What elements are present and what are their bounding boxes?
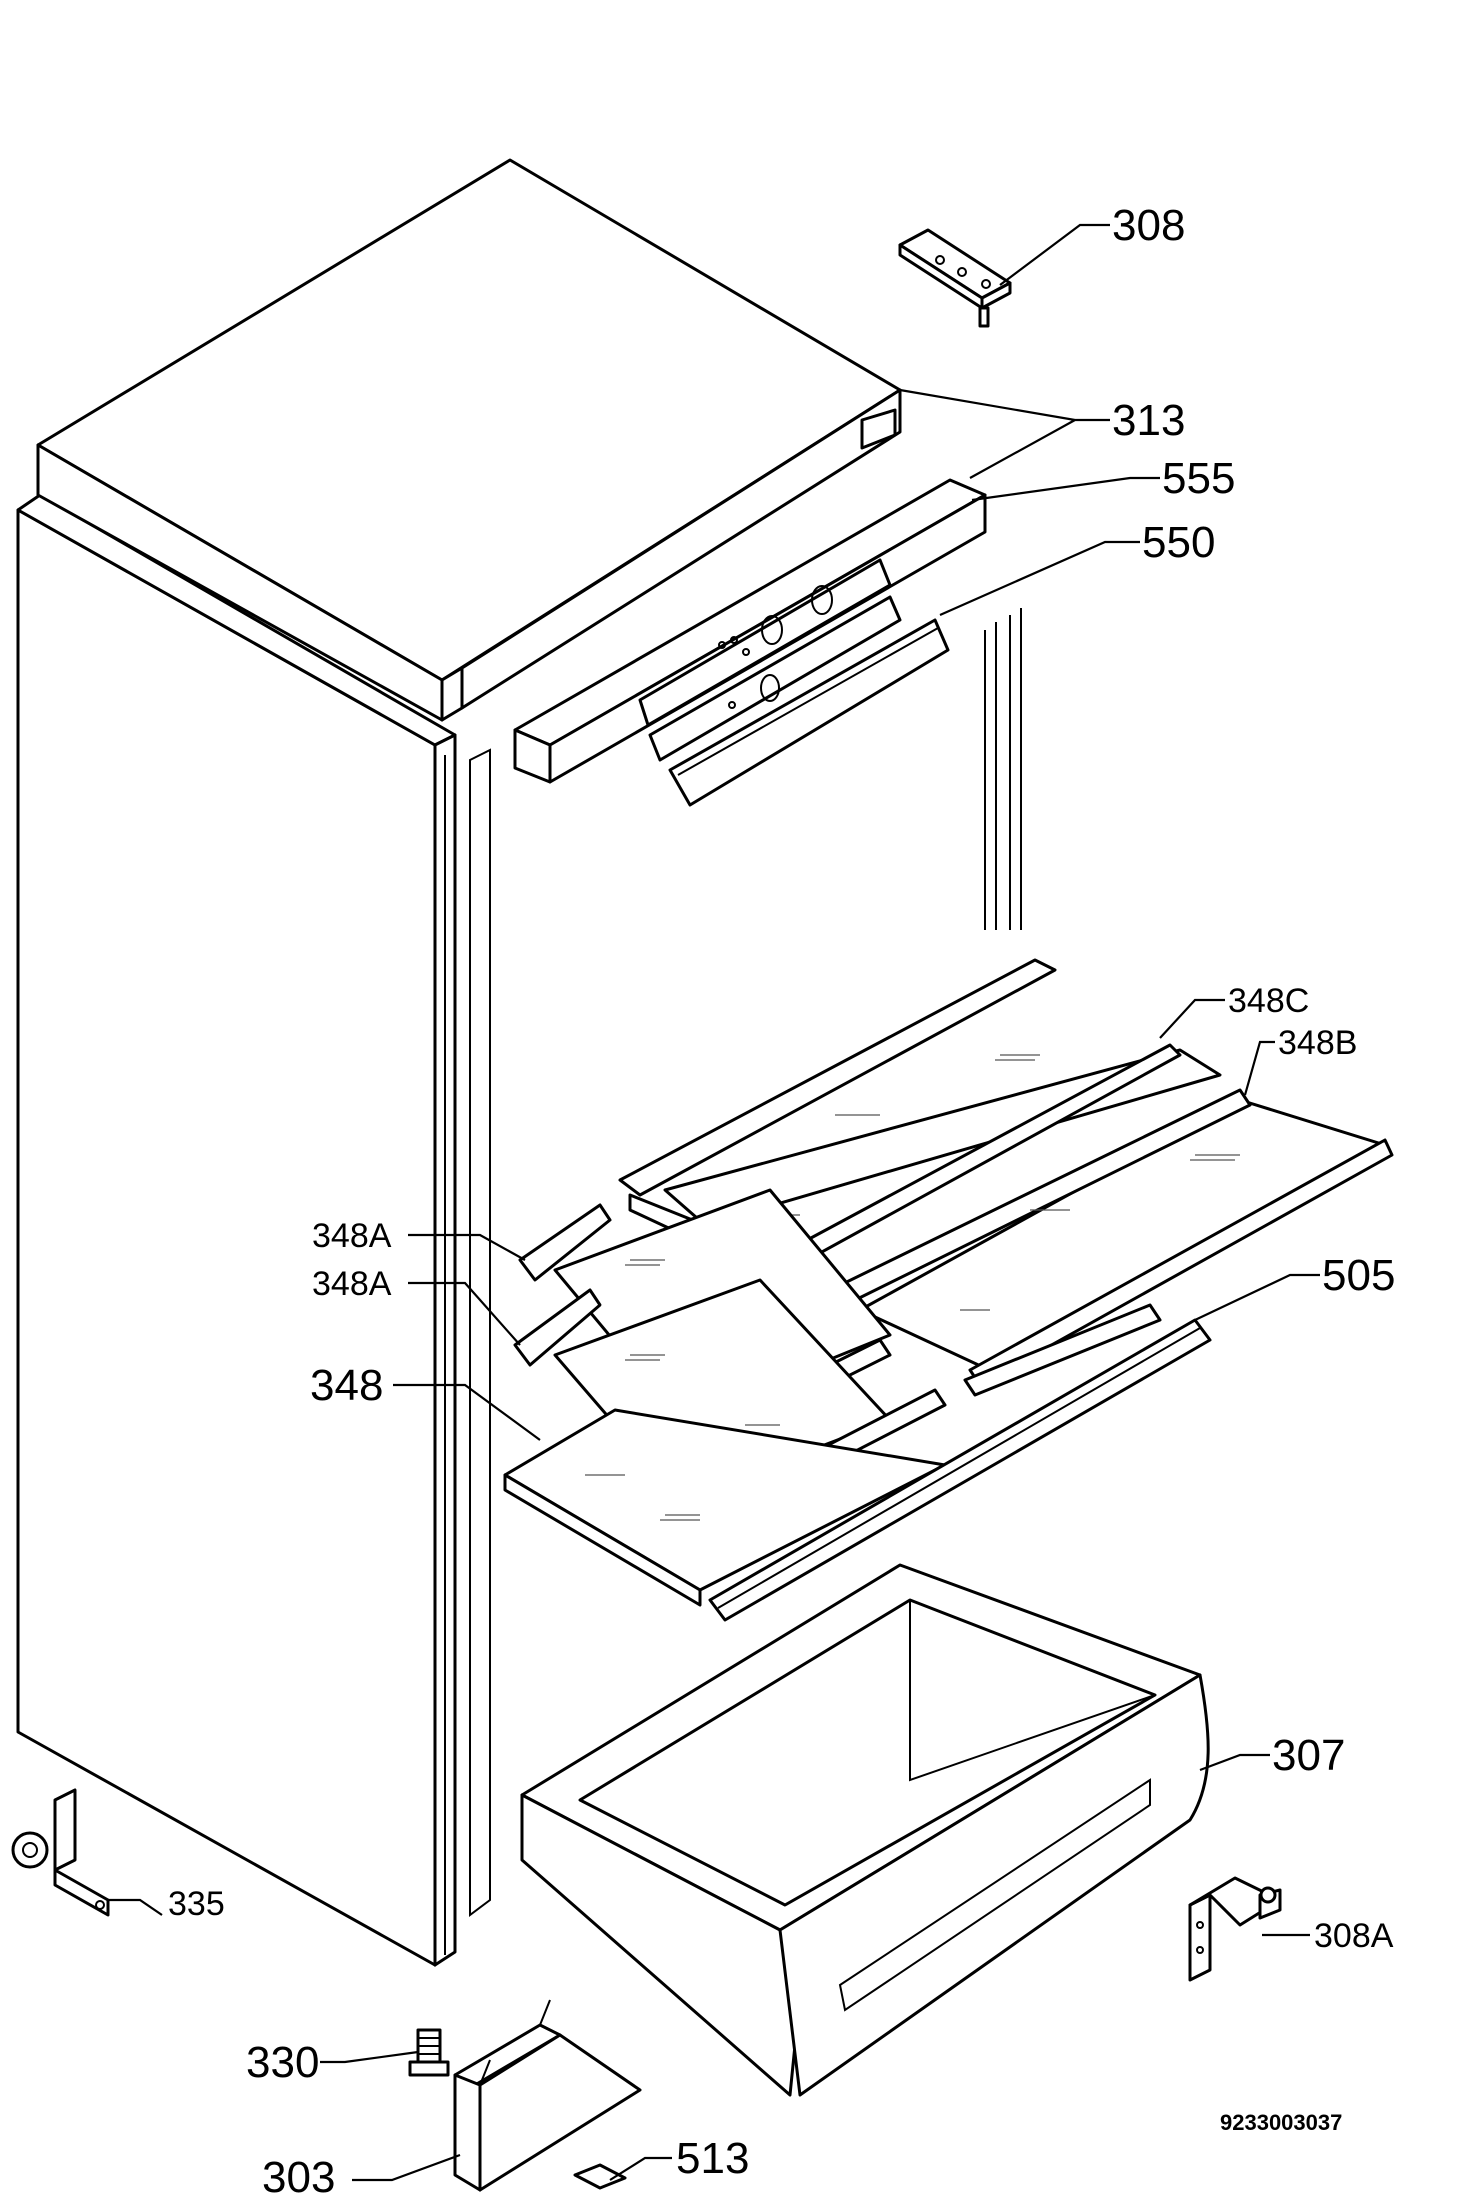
control-panel-555 [513, 478, 987, 784]
callout-335: 335 [168, 1885, 225, 1923]
callout-505: 505 [1322, 1251, 1395, 1300]
glass-shelf-348B [818, 1088, 1394, 1387]
callout-308: 308 [1112, 201, 1185, 250]
callout-555: 555 [1162, 454, 1235, 503]
callout-348C: 348C [1228, 982, 1309, 1020]
top-cover-313 [36, 158, 902, 722]
lower-hinge-335 [11, 1788, 110, 1917]
callout-550: 550 [1142, 518, 1215, 567]
glass-shelf-348 [503, 1408, 947, 1607]
callout-308A: 308A [1314, 1917, 1394, 1955]
callout-348B: 348B [1278, 1024, 1357, 1062]
callout-313: 313 [1112, 396, 1185, 445]
callout-348A-lower: 348A [312, 1265, 392, 1303]
clip-513 [573, 2163, 627, 2190]
callout-348: 348 [310, 1361, 383, 1410]
glass-shelf-348C [618, 958, 1222, 1277]
cabinet-body [16, 493, 1022, 1967]
callout-513: 513 [676, 2134, 749, 2183]
leader-lines [108, 223, 1320, 2182]
top-hinge-308 [898, 228, 1012, 328]
callout-348A-upper: 348A [312, 1217, 392, 1255]
screw-330 [408, 2028, 450, 2077]
callout-labels: 308 313 555 550 348C 348B 348A 348A 348 … [168, 201, 1395, 2196]
shelf-trim-505 [708, 1303, 1212, 1622]
callout-307: 307 [1272, 1731, 1345, 1780]
crisper-drawer-307 [520, 1563, 1210, 2097]
callout-330: 330 [246, 2038, 319, 2087]
document-number: 9233003037 [1220, 2110, 1342, 2135]
control-strip-550 [648, 595, 950, 807]
hinge-308A [1188, 1876, 1282, 1982]
callout-303: 303 [262, 2153, 335, 2196]
plinth-303 [453, 1999, 642, 2192]
